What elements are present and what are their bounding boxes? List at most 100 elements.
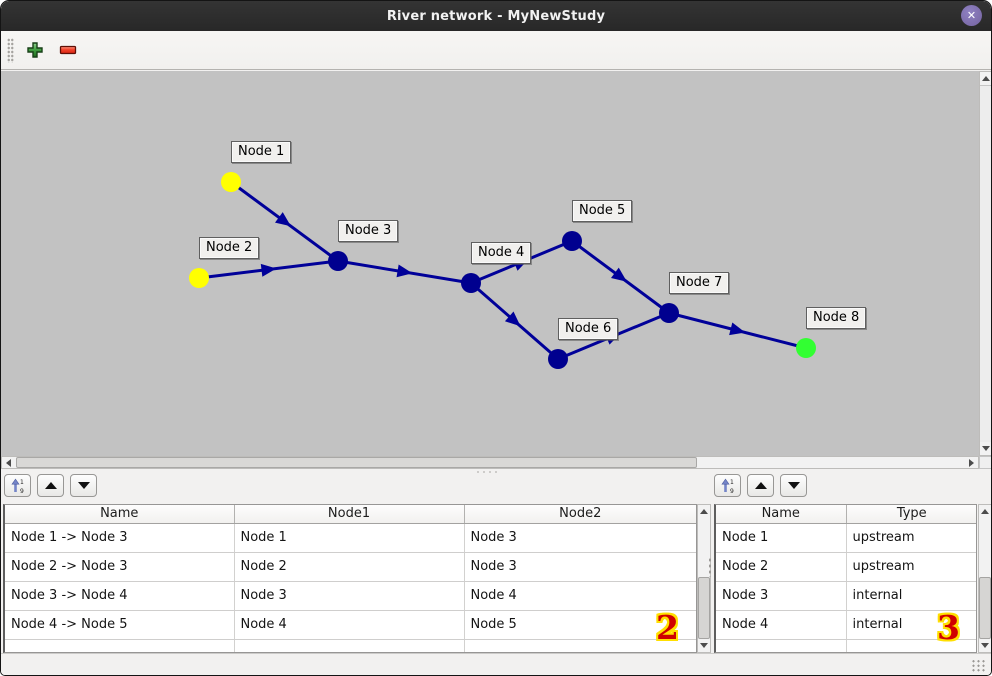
horizontal-scrollbar-thumb[interactable] <box>16 457 697 468</box>
column-header[interactable]: Node1 <box>234 505 465 524</box>
move-down-button[interactable] <box>70 474 97 497</box>
table-cell[interactable]: Node 4 -> Node 5 <box>5 610 235 640</box>
move-up-button[interactable] <box>37 474 64 497</box>
links-table-scrollbar[interactable] <box>697 504 711 653</box>
network-node[interactable] <box>659 303 679 323</box>
title-bar[interactable]: River network - MyNewStudy ✕ <box>1 1 991 31</box>
node-label[interactable]: Node 3 <box>338 220 399 242</box>
scroll-up-button[interactable] <box>979 505 991 518</box>
down-triangle-icon <box>787 482 800 489</box>
column-header[interactable]: Name <box>5 505 235 524</box>
table-cell[interactable]: internal <box>846 610 976 640</box>
table-cell[interactable]: Node 1 <box>234 523 465 553</box>
minus-icon <box>59 45 77 55</box>
scroll-up-button[interactable] <box>698 505 710 518</box>
network-node[interactable] <box>562 231 582 251</box>
canvas-vertical-scrollbar[interactable] <box>979 71 991 456</box>
table-cell[interactable]: Node 4 <box>234 610 465 640</box>
table-cell[interactable]: Node 3 <box>716 581 847 611</box>
scroll-up-button[interactable] <box>980 72 991 85</box>
table-cell[interactable]: upstream <box>846 552 976 582</box>
table-splitter-dots[interactable] <box>708 557 712 577</box>
table-cell[interactable]: internal <box>846 581 976 611</box>
network-node[interactable] <box>189 268 209 288</box>
table-cell[interactable]: Node 1 <box>716 523 847 553</box>
node-label[interactable]: Node 2 <box>199 237 260 259</box>
status-bar <box>1 653 991 675</box>
table-cell[interactable]: Node 3 <box>464 552 696 582</box>
sort-button[interactable]: 1 9 <box>714 474 741 497</box>
table-cell[interactable]: Node 3 -> Node 4 <box>5 581 235 611</box>
table-cell[interactable]: Node 4 <box>464 581 696 611</box>
svg-text:9: 9 <box>730 488 734 494</box>
remove-button[interactable] <box>55 37 81 63</box>
table-cell[interactable]: Node 3 <box>464 523 696 553</box>
move-up-button[interactable] <box>747 474 774 497</box>
svg-text:1: 1 <box>730 479 734 486</box>
node-label[interactable]: Node 5 <box>572 200 633 222</box>
table-cell[interactable]: Node 2 <box>234 552 465 582</box>
node-label[interactable]: Node 1 <box>231 141 292 163</box>
node-label[interactable]: Node 4 <box>471 242 532 264</box>
table-cell[interactable]: Node 5 <box>464 610 696 640</box>
scroll-down-button[interactable] <box>698 639 710 652</box>
network-node[interactable] <box>328 251 348 271</box>
scroll-down-button[interactable] <box>979 639 991 652</box>
down-triangle-icon <box>77 482 90 489</box>
node-label[interactable]: Node 6 <box>558 318 619 340</box>
network-node[interactable] <box>548 349 568 369</box>
table-cell[interactable]: upstream <box>846 523 976 553</box>
table-row[interactable] <box>5 639 696 652</box>
toolbar-drag-handle[interactable] <box>7 37 14 63</box>
sort-button[interactable]: 1 9 <box>4 474 31 497</box>
scroll-left-button[interactable] <box>2 457 15 468</box>
table-cell[interactable] <box>846 639 976 652</box>
vertical-scrollbar-thumb[interactable] <box>980 85 991 443</box>
node-label[interactable]: Node 8 <box>806 307 867 329</box>
pane-splitter[interactable] <box>1 469 991 475</box>
edge-arrow-icon <box>260 263 277 277</box>
resize-grip[interactable] <box>971 659 987 672</box>
scroll-down-button[interactable] <box>980 442 991 455</box>
column-header[interactable]: Name <box>716 505 847 524</box>
edge-arrow-icon <box>611 267 627 282</box>
annotation-number-2: 2 <box>656 608 679 647</box>
network-node[interactable] <box>461 273 481 293</box>
scroll-right-button[interactable] <box>965 457 978 468</box>
node-label[interactable]: Node 7 <box>669 272 730 294</box>
canvas-horizontal-scrollbar[interactable] <box>1 456 979 469</box>
table-cell[interactable]: Node 1 -> Node 3 <box>5 523 235 553</box>
network-node[interactable] <box>221 172 241 192</box>
table-cell[interactable] <box>464 639 696 652</box>
close-button[interactable]: ✕ <box>961 5 982 26</box>
table-cell[interactable]: Node 3 <box>234 581 465 611</box>
column-header[interactable]: Type <box>846 505 976 524</box>
table-cell[interactable] <box>716 639 847 652</box>
move-down-button[interactable] <box>780 474 807 497</box>
table-cell[interactable] <box>5 639 235 652</box>
network-node[interactable] <box>796 338 816 358</box>
scrollbar-thumb[interactable] <box>698 577 710 639</box>
table-cell[interactable]: Node 2 <box>716 552 847 582</box>
table-cell[interactable]: Node 2 -> Node 3 <box>5 552 235 582</box>
column-header[interactable]: Node2 <box>464 505 696 524</box>
network-canvas[interactable]: Node 1 Node 2 Node 3 Node 4 Node 5 Node 6 Node… <box>1 71 979 456</box>
nodes-table-scrollbar[interactable] <box>978 504 991 653</box>
add-button[interactable] <box>22 37 48 63</box>
scrollbar-thumb[interactable] <box>979 577 991 639</box>
table-row[interactable] <box>716 639 976 652</box>
table-cell[interactable] <box>234 639 465 652</box>
table-cell[interactable]: Node 4 <box>716 610 847 640</box>
